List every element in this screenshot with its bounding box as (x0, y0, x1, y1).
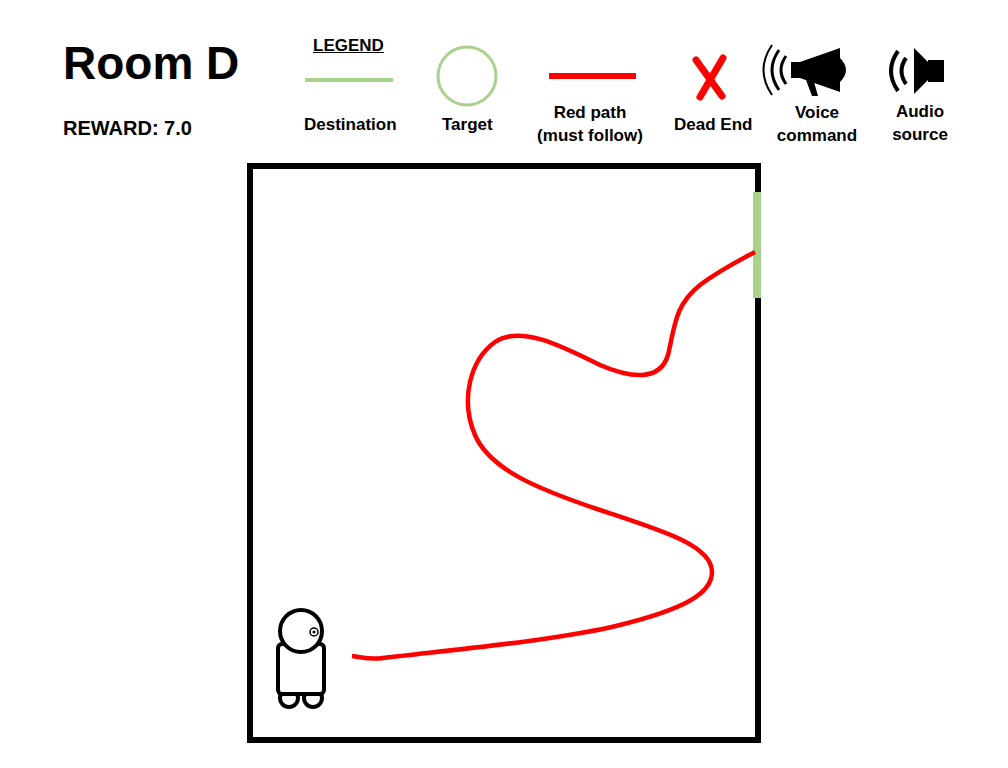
legend-heading: LEGEND (313, 36, 384, 56)
destination-sample (305, 78, 393, 82)
legend-text: Voice command (765, 102, 869, 148)
legend-text: Destination (304, 114, 397, 137)
speaker-icon (891, 48, 944, 94)
reward-label: REWARD: 7.0 (63, 116, 192, 140)
target-sample (438, 47, 496, 105)
destination-door (753, 192, 761, 298)
dead-end-mark (696, 58, 723, 97)
agent-figure (278, 610, 324, 707)
megaphone-icon (764, 45, 847, 96)
legend-text: Audio source (878, 101, 962, 147)
red-path-sample (549, 73, 636, 79)
room-wall (250, 166, 758, 740)
legend-text: Red path (must follow) (531, 102, 649, 148)
legend-text: Dead End (674, 114, 752, 137)
red-path (352, 252, 755, 659)
room-title: Room D (63, 36, 239, 91)
legend-text: Target (442, 114, 493, 137)
